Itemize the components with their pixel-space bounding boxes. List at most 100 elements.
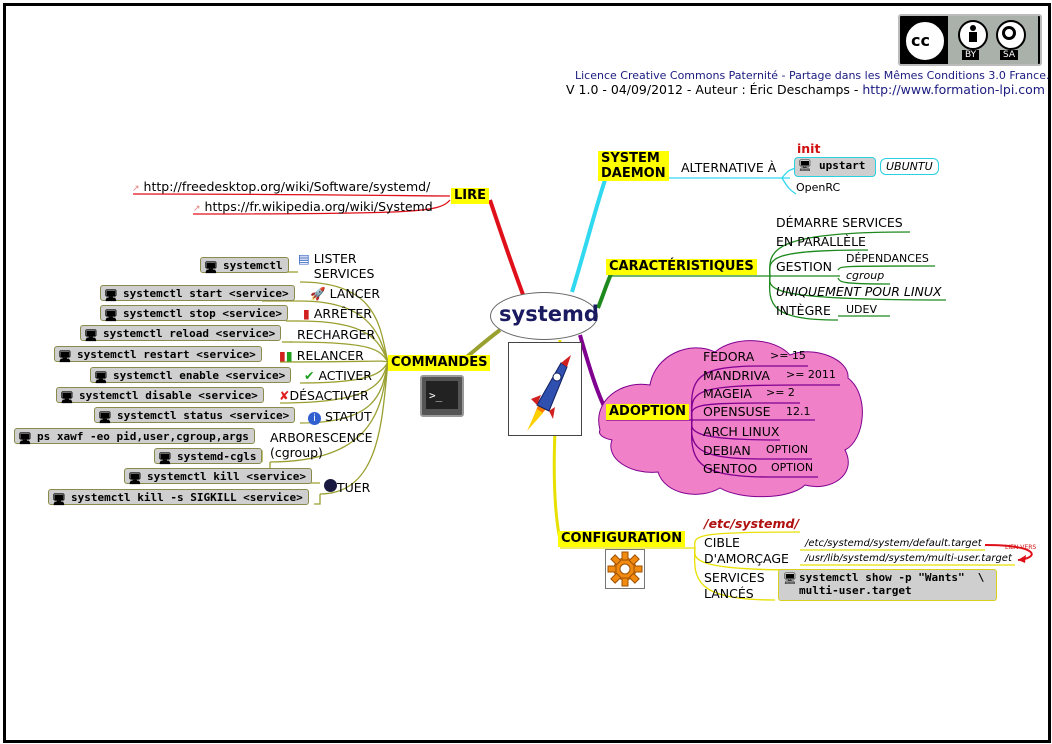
config-cible-line2: D'AMORÇAGE [704,551,789,566]
lire-link-1-text[interactable]: http://freedesktop.org/wiki/Software/sys… [143,179,431,194]
terminal-small-icon: 🖥 [18,432,32,445]
cc-badge[interactable]: cc BY SA [898,14,1042,66]
terminal-icon: >_ [420,375,464,417]
char-integre: INTÈGRE [776,303,831,318]
rocket-image [508,342,582,436]
char-demarre: DÉMARRE SERVICES [776,215,903,230]
traffic-light-red-icon: ▮ [303,306,310,321]
central-node[interactable]: systemd [490,292,599,340]
cmd-start[interactable]: 🖥 systemctl start <service> [100,285,295,302]
cross-icon: ✘ [279,388,290,403]
cmd-text: systemd-cgls [177,450,257,463]
action-arreter[interactable]: ▮ ARRÊTER [303,306,372,321]
action-activer[interactable]: ✔ ACTIVER [304,368,372,383]
action-lancer-text: LANCER [329,286,381,301]
lire-link-2-text[interactable]: https://fr.wikipedia.org/wiki/Systemd [204,199,433,214]
distro-debian-version: OPTION [766,443,809,456]
action-relancer[interactable]: ▮▮ RELANCER [279,348,364,363]
action-recharger[interactable]: RECHARGER [297,327,375,342]
terminal-small-icon: 🖥 [60,391,74,404]
distro-opensuse-version: 12.1 [786,405,811,418]
traffic-lights-icon: ▮▮ [279,348,293,363]
distro-gentoo-version: OPTION [771,461,814,474]
distro-mageia: MAGEIA [703,386,752,401]
openrc-node[interactable]: OpenRC [796,181,841,194]
cmd-kill-sigkill[interactable]: 🖥 systemctl kill -s SIGKILL <service> [48,489,309,506]
cmd-text: systemctl kill -s SIGKILL <service> [71,491,303,504]
commandes-branch[interactable]: COMMANDES [388,355,491,371]
cc-icon: cc [904,20,946,62]
distro-opensuse: OPENSUSE [703,404,771,419]
action-desactiver-text: DÉSACTIVER [289,388,369,403]
lire-branch[interactable]: LIRE [451,188,490,204]
cmd-cgls[interactable]: 🖥 systemd-cgls [154,448,263,465]
lire-link-2[interactable]: ↗ https://fr.wikipedia.org/wiki/Systemd [193,199,433,214]
cc-text: cc [911,31,930,50]
cmd-show-line1: systemctl show -p "Wants" \ [799,571,985,584]
terminal-small-icon: 🖥 [104,309,118,322]
terminal-small-icon: 🖥 [158,452,172,465]
lien-vers-label: LIEN VERS [1005,544,1037,551]
upstart-node[interactable]: 🖥 upstart [794,157,876,177]
distro-mageia-version: >= 2 [766,386,795,399]
action-statut[interactable]: i STATUT [308,409,372,425]
cmd-disable[interactable]: 🖥 systemctl disable <service> [56,387,264,404]
ubuntu-node[interactable]: UBUNTU [880,158,939,175]
cmd-stop[interactable]: 🖥 systemctl stop <service> [100,305,288,322]
cmd-restart[interactable]: 🖥 systemctl restart <service> [54,346,262,363]
cmd-systemctl[interactable]: 🖥systemctl [200,257,289,274]
configuration-branch[interactable]: CONFIGURATION [558,531,686,547]
alternative-label: ALTERNATIVE À [681,160,777,175]
terminal-small-icon: 🖥 [104,289,118,302]
action-activer-text: ACTIVER [318,368,372,383]
by-icon [958,20,988,50]
cmd-show-wants[interactable]: 🖥 systemctl show -p "Wants" \multi-user.… [778,569,997,601]
cmd-enable[interactable]: 🖥systemctl enable <service> [90,367,292,384]
cmd-status[interactable]: 🖥systemctl status <service> [94,407,296,424]
distro-arch: ARCH LINUX [703,424,780,439]
action-tuer-text: TUER [337,480,371,495]
action-desactiver[interactable]: ✘DÉSACTIVER [279,388,369,403]
distro-fedora: FEDORA [703,349,755,364]
terminal-small-icon: 🖥 [128,472,142,485]
action-tuer[interactable]: TUER [324,479,370,495]
cmd-text: systemctl disable <service> [79,389,258,402]
sa-label: SA [1000,50,1019,60]
info-icon: i [308,412,321,425]
terminal-small-icon: 🖥 [798,159,812,172]
rocket-icon: 🚀 [310,286,326,301]
adoption-branch[interactable]: ADOPTION [606,404,690,420]
terminal-small-icon: 🖥 [52,493,66,506]
char-linux: UNIQUEMENT POUR LINUX [776,284,942,299]
action-statut-text: STATUT [324,409,372,424]
cmd-reload[interactable]: 🖥systemctl reload <service> [80,325,282,342]
cmd-text: systemctl kill <service> [147,470,306,483]
char-cgroup: cgroup [846,269,885,282]
cmd-text: systemctl stop <service> [123,307,282,320]
terminal-small-icon: 🖥 [98,411,112,424]
check-icon: ✔ [304,368,315,383]
cmd-show-line2: multi-user.target [799,584,912,597]
cmd-text: ps xawf -eo pid,user,cgroup,args [37,430,249,443]
terminal-small-icon: 🖥 [783,572,797,585]
cmd-text: systemctl enable <service> [113,369,286,382]
action-arreter-text: ARRÊTER [313,306,372,321]
cmd-ps[interactable]: 🖥 ps xawf -eo pid,user,cgroup,args [14,428,255,445]
action-lancer[interactable]: 🚀 LANCER [310,286,380,301]
char-dependances: DÉPENDANCES [846,252,929,265]
action-arborescence[interactable]: ARBORESCENCE (cgroup) [270,430,373,460]
cmd-text: systemctl start <service> [123,287,289,300]
caracteristiques-branch[interactable]: CARACTÉRISTIQUES [606,259,757,275]
cmd-text: systemctl restart <service> [77,348,256,361]
config-target2: /usr/lib/systemd/system/multi-user.targe… [805,553,1012,564]
cmd-kill[interactable]: 🖥 systemctl kill <service> [124,468,312,485]
website-link[interactable]: http://www.formation-lpi.com [862,82,1045,97]
lire-link-1[interactable]: ↗ http://freedesktop.org/wiki/Software/s… [132,179,431,194]
action-lister[interactable]: ▤ LISTER SERVICES [298,251,374,281]
cmd-text: systemctl reload <service> [103,327,276,340]
terminal-small-icon: 🖥 [58,350,72,363]
config-path: /etc/systemd/ [704,516,800,531]
